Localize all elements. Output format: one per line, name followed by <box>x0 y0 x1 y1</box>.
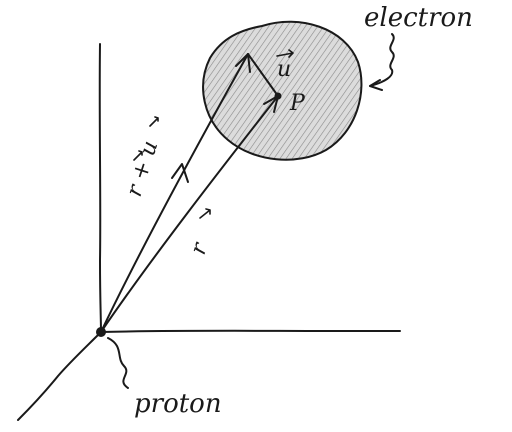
r-vector-mark <box>199 208 211 219</box>
u-vector-label: u <box>277 57 291 82</box>
r-plus-u-mid-arrowhead <box>171 163 189 183</box>
electron-pointer <box>369 33 395 87</box>
r-vector <box>100 95 279 333</box>
electron-cloud <box>202 20 363 161</box>
r-plus-u-vector <box>100 53 249 333</box>
r-plus-u-vector-mark <box>133 116 159 161</box>
electron-pointer-arrowhead <box>369 79 383 91</box>
electron-label: electron <box>364 3 473 33</box>
horizontal-axis <box>100 329 401 333</box>
u-vector-mark <box>276 49 294 58</box>
point-p-label: P <box>289 91 306 116</box>
r-plus-u-label: r + u <box>122 138 163 200</box>
r-vector-label: r <box>186 239 213 258</box>
vertical-axis <box>98 43 102 333</box>
proton-label: proton <box>134 389 222 419</box>
u-vector <box>247 53 279 97</box>
point-p-dot <box>274 92 282 100</box>
proton-pointer <box>107 337 129 389</box>
diagonal-axis <box>17 331 102 421</box>
